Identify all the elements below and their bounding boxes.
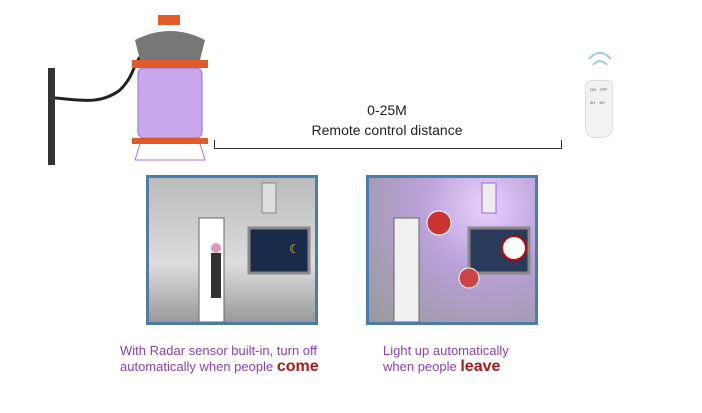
distance-bracket [214,140,562,149]
emphasis-word: leave [460,358,501,375]
wall-bracket [48,68,55,165]
scene-person-absent [366,175,538,325]
remote-distance-label: 0-25M Remote control distance [214,100,560,140]
remote-off-button: OFF [599,87,608,92]
lamp-hook [158,15,180,25]
scene-person-present: ☾ [146,175,318,325]
remote-3h-button: 3H [590,99,596,105]
lamp-head [135,31,205,60]
distance-caption: Remote control distance [311,122,463,138]
remote-6h-button: 6H [599,99,605,105]
person [211,253,221,298]
remote-control: ON OFF 3H 6H [585,45,615,138]
emphasis-word: come [276,358,319,375]
caption-line: Light up automatically [383,343,509,358]
distance-range: 0-25M [367,102,407,118]
caption-line: With Radar sensor built-in, turn off [120,343,318,358]
germ-icon [426,210,452,236]
svg-text:☾: ☾ [289,242,300,256]
caption-line: when people [383,359,457,374]
wireless-signal-icon [588,52,612,66]
remote-on-button: ON [590,87,596,92]
caption-line: automatically when people [120,359,274,374]
caption-come: With Radar sensor built-in, turn off aut… [120,343,319,375]
uv-lamp-illustration [48,15,208,165]
caption-leave: Light up automatically when people leave [383,343,509,375]
germ-icon [458,267,480,289]
germ-blocked-icon [501,235,527,261]
